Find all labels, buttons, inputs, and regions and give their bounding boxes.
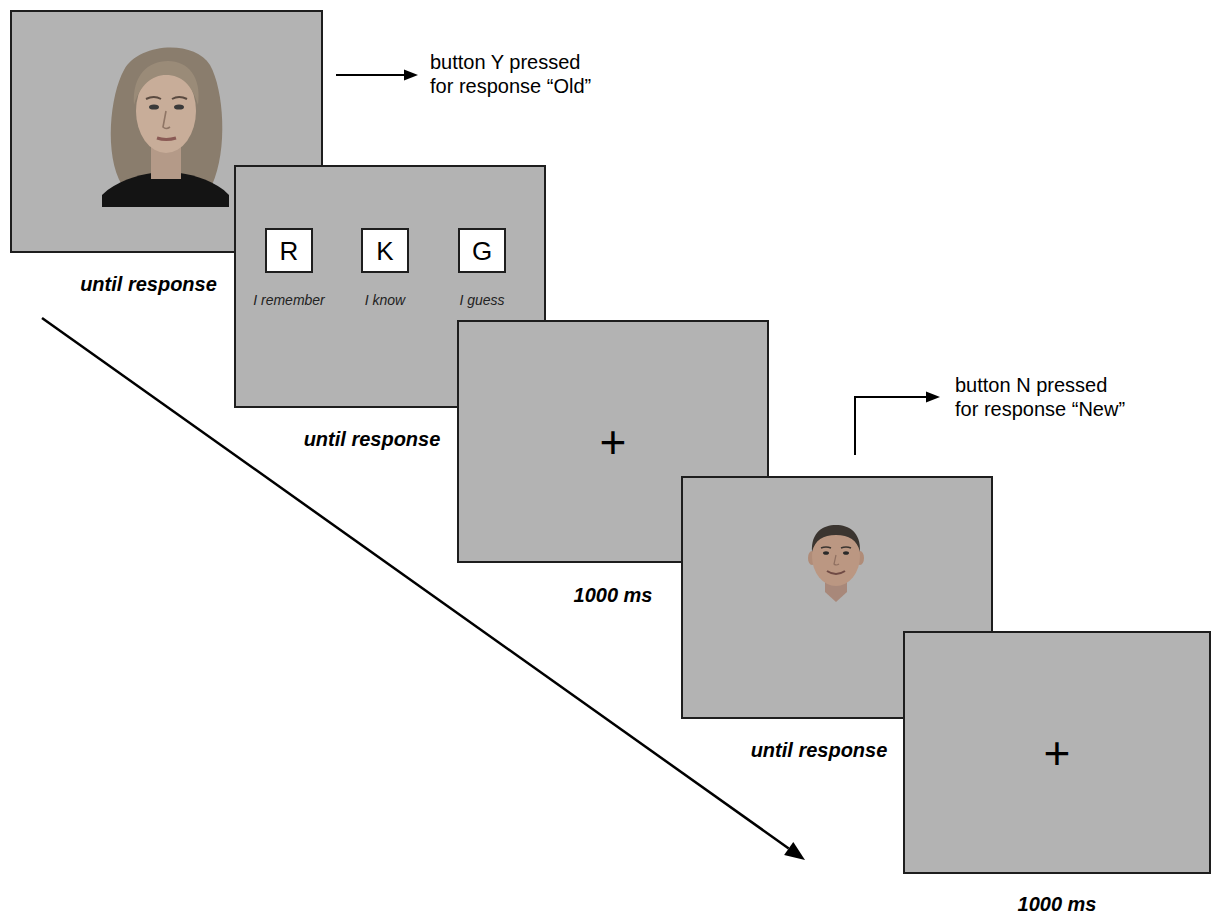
time-arrowhead: [784, 842, 805, 860]
response-key: KI know: [361, 228, 409, 273]
leader-arrowhead: [926, 392, 940, 403]
key-letter: G: [460, 230, 504, 271]
response-key: RI remember: [265, 228, 313, 273]
duration-caption: 1000 ms: [905, 894, 1209, 914]
key-meaning: I remember: [253, 292, 325, 308]
leader-arrowhead: [404, 70, 418, 81]
stimulus-screen: +1000 ms: [903, 631, 1211, 874]
leader-arrow: [855, 397, 926, 455]
leader-arrow: [336, 74, 404, 76]
key-letter: R: [267, 230, 311, 271]
response-note: button Y pressed for response “Old”: [430, 50, 602, 98]
response-key: GI guess: [458, 228, 506, 273]
fixation-cross: +: [905, 633, 1209, 872]
face-photo: [102, 35, 229, 207]
face-photo: [803, 522, 869, 602]
key-meaning: I guess: [459, 292, 504, 308]
response-note: button N pressed for response “New”: [955, 373, 1127, 421]
key-letter: K: [363, 230, 407, 271]
key-meaning: I know: [365, 292, 405, 308]
